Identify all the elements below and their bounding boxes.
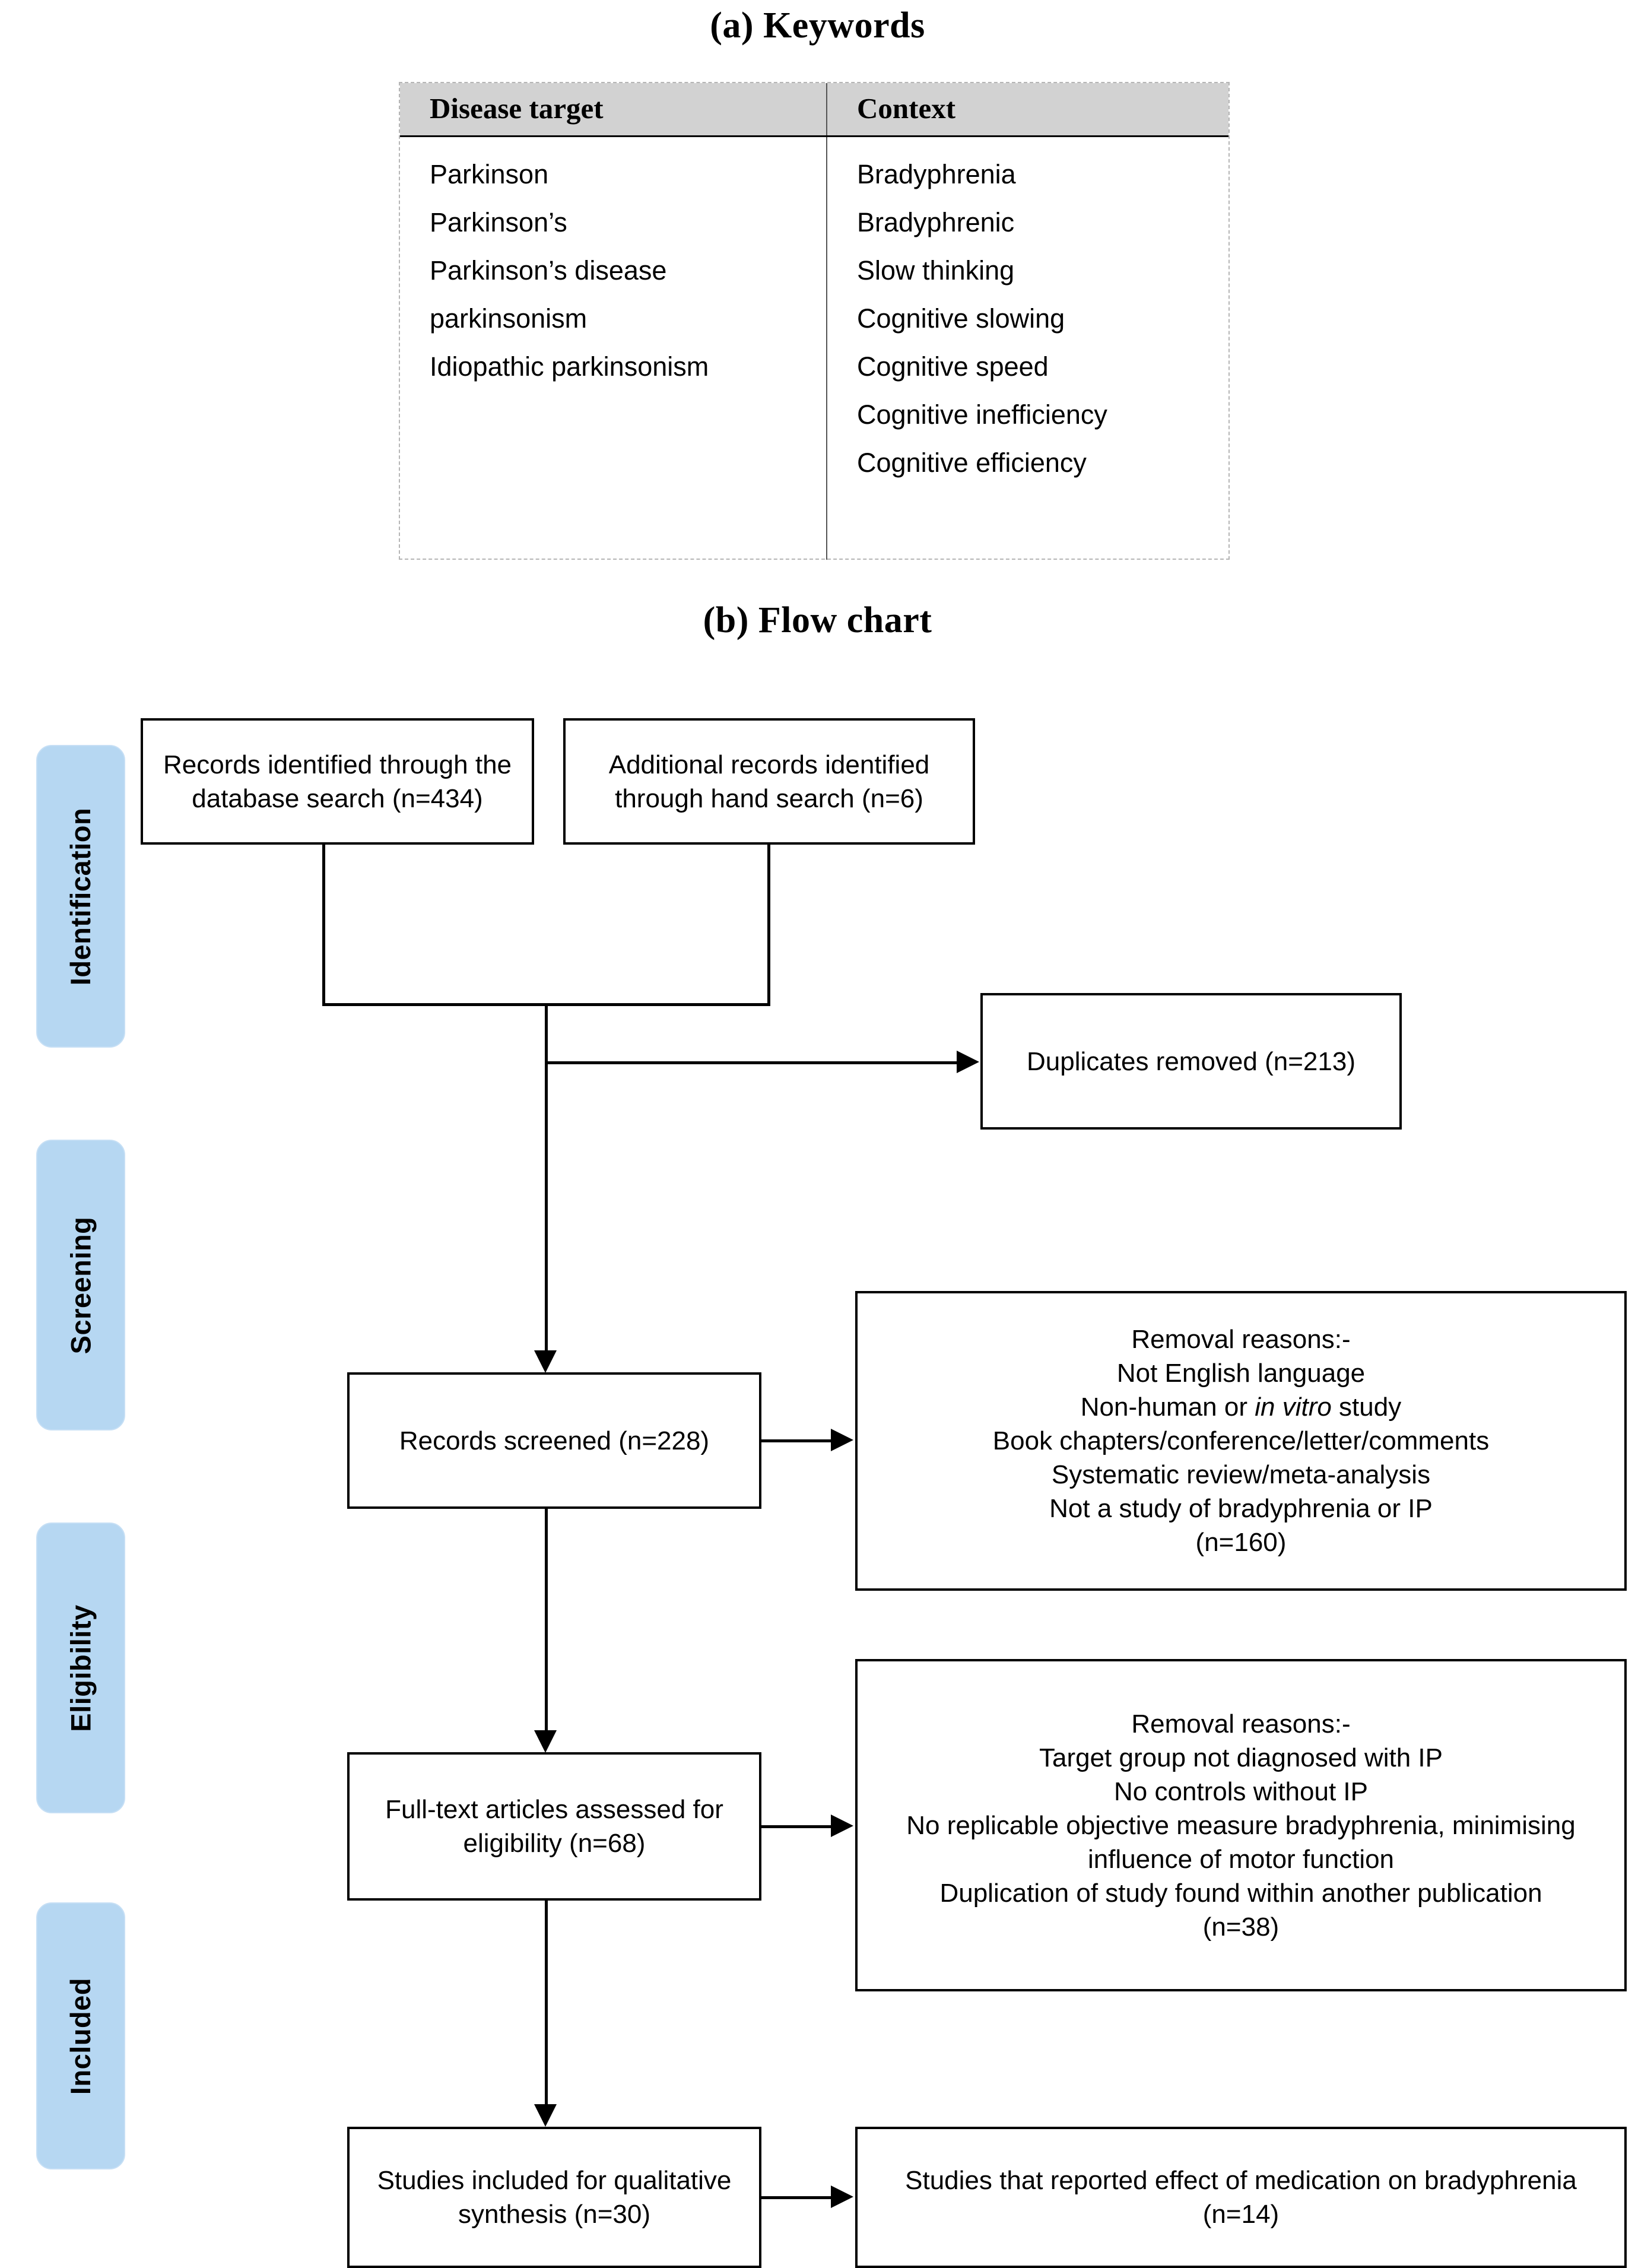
reason-line-count: (n=160) [1195,1528,1287,1557]
reason-line: Systematic review/meta-analysis [1051,1460,1431,1489]
reason-line-suffix: study [1331,1392,1402,1422]
stage-tab-eligibility: Eligibility [36,1522,125,1813]
stage-tab-identification-label: Identification [65,807,97,985]
reason-line: Not English language [1116,1359,1366,1388]
node-screening-removal-reasons-text: Removal reasons:- Not English language N… [986,1322,1496,1559]
node-medication-studies-text: Studies that reported effect of medicati… [905,2166,1577,2229]
keywords-cell-context: Bradyphrenia Bradyphrenic Slow thinking … [827,137,1228,560]
stage-tab-eligibility-label: Eligibility [65,1604,97,1732]
connector-screened-to-reasons [761,1439,833,1442]
keywords-cell-disease-target: Parkinson Parkinson’s Parkinson’s diseas… [400,137,827,560]
list-item: Slow thinking [857,255,1015,286]
section-a-title: (a) Keywords [710,5,925,46]
reason-line: Target group not diagnosed with IP [1039,1743,1443,1772]
node-studies-included: Studies included for qualitative synthes… [347,2127,761,2268]
reason-line-italic: in vitro [1255,1392,1332,1422]
node-eligibility-removal-reasons-text: Removal reasons:- Target group not diagn… [858,1707,1624,1944]
arrowhead-to-included [534,2104,557,2127]
keywords-header-cell-disease: Disease target [400,83,827,135]
arrowhead-to-eligibility-reasons [831,1815,853,1837]
node-studies-included-text: Studies included for qualitative synthes… [377,2166,732,2229]
node-medication-studies: Studies that reported effect of medicati… [855,2127,1627,2268]
node-records-screened: Records screened (n=228) [347,1372,761,1509]
arrowhead-to-records-screened [534,1350,557,1373]
list-item: Parkinson’s disease [430,255,667,286]
reason-line: No replicable objective measure bradyphr… [906,1810,1576,1874]
prisma-flowchart: Identification Screening Eligibility Inc… [0,665,1635,2268]
list-item: Parkinson [430,159,549,189]
node-additional-records-hand-search: Additional records identified through ha… [563,718,975,845]
column-header-context: Context [857,92,956,125]
disease-target-list: Parkinson Parkinson’s Parkinson’s diseas… [400,137,826,391]
node-eligibility-removal-reasons: Removal reasons:- Target group not diagn… [855,1659,1627,1991]
reason-line: Book chapters/conference/letter/comments [992,1426,1490,1455]
section-b-title: (b) Flow chart [703,600,932,640]
list-item: Idiopathic parkinsonism [430,351,709,382]
list-item: Parkinson’s [430,207,567,237]
stage-tab-included-label: Included [65,1977,97,2095]
arrowhead-to-screening-reasons [831,1429,853,1451]
reason-line: Duplication of study found within anothe… [939,1878,1542,1908]
reason-line: Not a study of bradyphrenia or IP [1049,1494,1433,1523]
arrowhead-to-duplicates [957,1051,979,1073]
node-records-identified-database-text: Records identified through the database … [163,750,512,813]
connector-merge-down [545,1003,548,1359]
list-item: Bradyphrenic [857,207,1015,237]
reason-line: Removal reasons:- [1131,1325,1351,1354]
connector-db-down [322,845,325,1005]
list-item: Bradyphrenia [857,159,1016,189]
node-fulltext-articles-assessed: Full-text articles assessed for eligibil… [347,1752,761,1901]
connector-hand-down [767,845,770,1005]
node-records-screened-text: Records screened (n=228) [399,1426,710,1455]
list-item: Cognitive slowing [857,303,1065,334]
keywords-table: Disease target Context Parkinson Parkins… [399,82,1230,560]
keywords-table-header-row: Disease target Context [400,83,1228,137]
connector-to-duplicates [545,1061,960,1064]
list-item: Cognitive inefficiency [857,399,1107,430]
stage-tab-screening: Screening [36,1140,125,1430]
context-list: Bradyphrenia Bradyphrenic Slow thinking … [827,137,1228,487]
list-item: Cognitive speed [857,351,1049,382]
keywords-header-cell-context: Context [827,83,1228,135]
stage-tab-included: Included [36,1902,125,2169]
reason-line-prefix: Non-human or [1080,1392,1255,1422]
arrowhead-to-medication [831,2185,853,2208]
reason-line-in-vitro: Non-human or in vitro study [993,1390,1489,1424]
list-item: Cognitive efficiency [857,448,1087,478]
stage-tab-identification: Identification [36,745,125,1048]
connector-fulltext-to-included [545,1901,548,2111]
reason-line: No controls without IP [1114,1777,1368,1806]
node-records-identified-database: Records identified through the database … [141,718,534,845]
stage-tab-screening-label: Screening [65,1216,97,1354]
column-header-disease-target: Disease target [430,92,604,125]
reason-line: Removal reasons:- [1131,1709,1351,1739]
list-item: parkinsonism [430,303,588,334]
node-fulltext-articles-assessed-text: Full-text articles assessed for eligibil… [385,1795,723,1858]
node-additional-records-hand-search-text: Additional records identified through ha… [608,750,930,813]
connector-included-to-medication [761,2196,833,2199]
node-duplicates-removed-text: Duplicates removed (n=213) [1027,1046,1355,1076]
keywords-table-body: Parkinson Parkinson’s Parkinson’s diseas… [400,137,1228,560]
connector-fulltext-to-reasons [761,1825,833,1828]
reason-line-count: (n=38) [1202,1912,1280,1942]
node-duplicates-removed: Duplicates removed (n=213) [980,993,1402,1130]
connector-screened-to-fulltext [545,1509,548,1737]
node-screening-removal-reasons: Removal reasons:- Not English language N… [855,1291,1627,1591]
arrowhead-to-fulltext [534,1730,557,1753]
